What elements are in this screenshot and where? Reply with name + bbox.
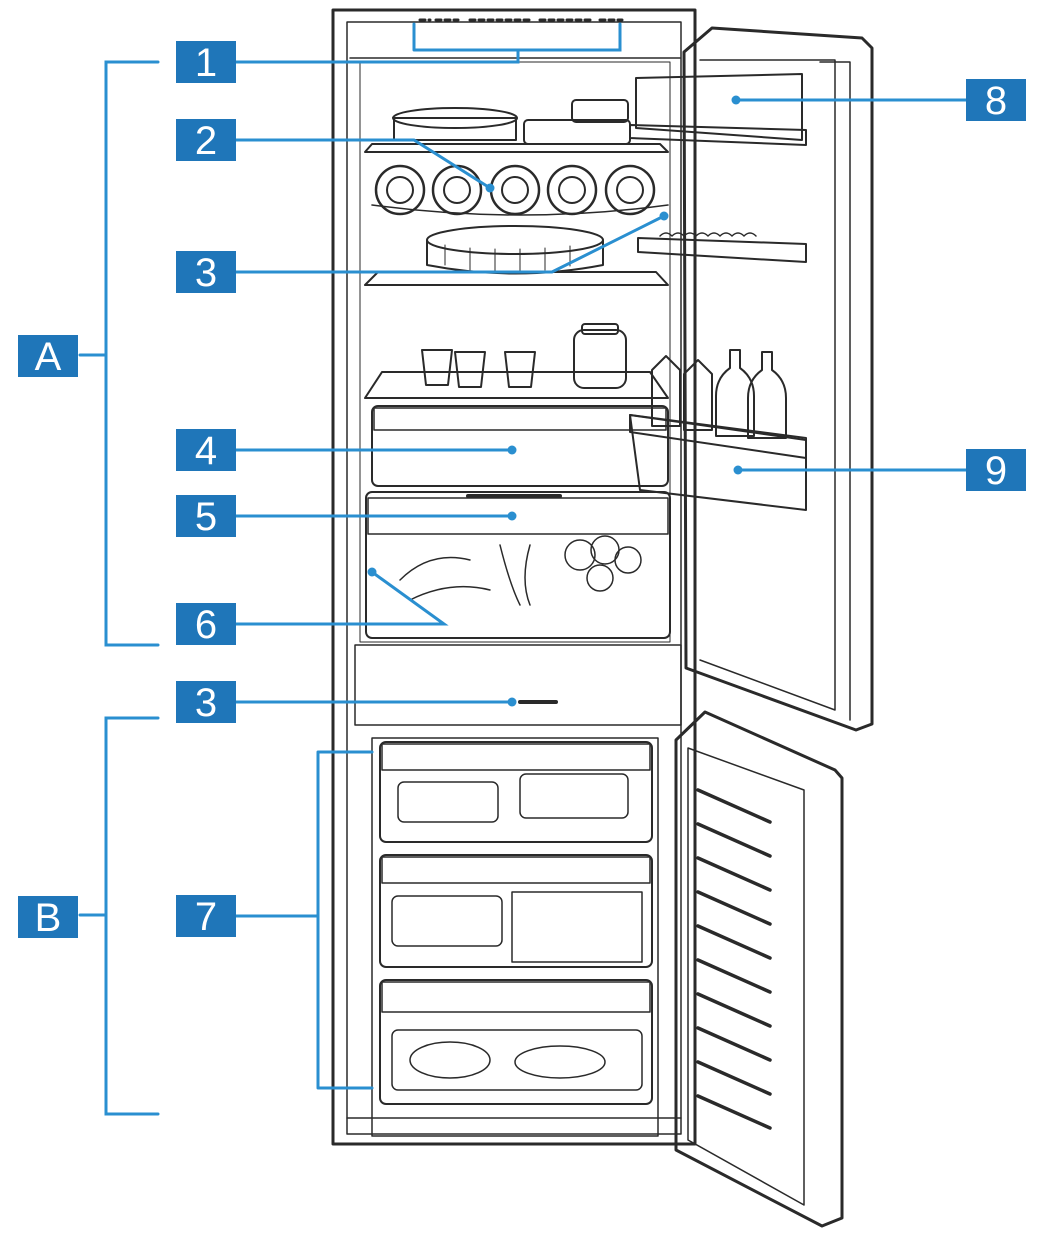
section-badge-a: A bbox=[18, 335, 78, 379]
callout-badge-7: 7 bbox=[176, 895, 236, 939]
crisper-drawer bbox=[365, 491, 671, 639]
callout-badge-5: 5 bbox=[176, 495, 236, 539]
callout-line-6 bbox=[234, 570, 449, 626]
freezer-compartment bbox=[371, 737, 659, 1137]
callout-lines bbox=[78, 22, 968, 1116]
bracket-a bbox=[78, 60, 160, 647]
callout-badge-3-upper: 3 bbox=[176, 251, 236, 295]
callout-dots bbox=[367, 95, 743, 707]
cabinet-body bbox=[331, 8, 697, 1146]
callout-badge-9-text: 9 bbox=[985, 449, 1007, 493]
section-badge-a-text: A bbox=[35, 335, 62, 379]
freezer-drawer-top bbox=[379, 741, 653, 843]
middle-shelf bbox=[364, 225, 669, 286]
callout-badge-6: 6 bbox=[176, 603, 236, 647]
callout-badge-8: 8 bbox=[966, 79, 1026, 123]
callout-badge-5-text: 5 bbox=[195, 495, 217, 539]
bottle-rack bbox=[371, 164, 669, 216]
lower-shelf bbox=[364, 323, 669, 399]
section-badge-b-text: B bbox=[35, 896, 62, 940]
control-panel bbox=[349, 18, 681, 59]
bracket-b bbox=[78, 716, 160, 1116]
callout-badge-3-upper-text: 3 bbox=[195, 251, 217, 295]
appliance-illustration bbox=[331, 8, 874, 1228]
freezer-door bbox=[674, 710, 844, 1228]
callout-badge-2-text: 2 bbox=[195, 119, 217, 163]
callout-badge-4: 4 bbox=[176, 429, 236, 473]
door-egg-shelf bbox=[637, 232, 807, 263]
freezer-drawer-bottom bbox=[379, 979, 653, 1105]
section-badges: A B bbox=[18, 335, 78, 940]
callout-badge-3-lower: 3 bbox=[176, 681, 236, 725]
callout-badges: 1 2 3 4 5 6 3 7 bbox=[176, 41, 1026, 939]
callout-badge-1: 1 bbox=[176, 41, 236, 85]
freezer-door-vents bbox=[696, 788, 772, 1130]
callout-badge-4-text: 4 bbox=[195, 429, 217, 473]
callout-badge-1-text: 1 bbox=[195, 41, 217, 85]
door-bottle-shelf bbox=[629, 349, 807, 511]
fridge-door bbox=[629, 26, 874, 732]
callout-badge-8-text: 8 bbox=[985, 79, 1007, 123]
callout-line-1 bbox=[234, 22, 622, 64]
callout-badge-9: 9 bbox=[966, 449, 1026, 493]
section-badge-b: B bbox=[18, 896, 78, 940]
callout-line-3a bbox=[234, 214, 666, 274]
chiller-drawer bbox=[371, 405, 669, 487]
callout-line-2 bbox=[234, 138, 492, 190]
callout-badge-7-text: 7 bbox=[195, 895, 217, 939]
callout-badge-2: 2 bbox=[176, 119, 236, 163]
freezer-drawer-middle bbox=[379, 854, 653, 968]
divider-panel bbox=[354, 644, 682, 726]
callout-badge-6-text: 6 bbox=[195, 603, 217, 647]
callout-line-7 bbox=[234, 750, 374, 1090]
bottle-ends bbox=[374, 164, 656, 216]
callout-badge-3-lower-text: 3 bbox=[195, 681, 217, 725]
top-shelf bbox=[364, 99, 669, 153]
door-dairy-compartment bbox=[629, 73, 807, 146]
